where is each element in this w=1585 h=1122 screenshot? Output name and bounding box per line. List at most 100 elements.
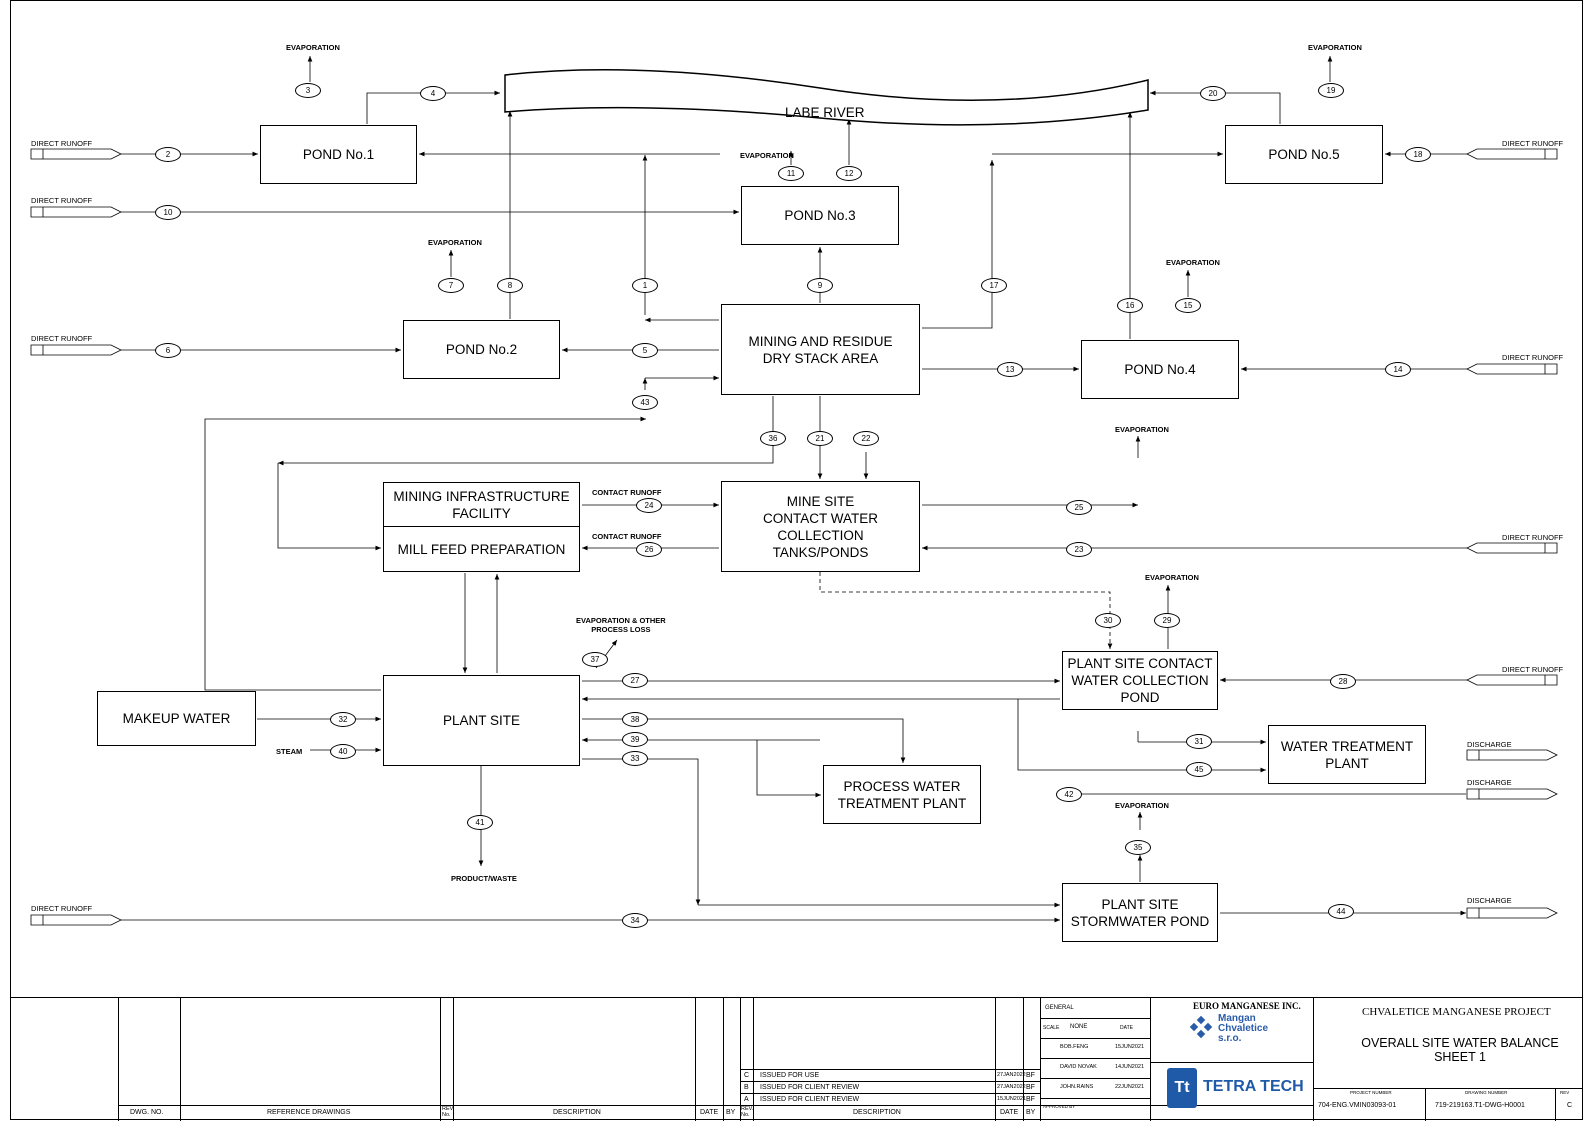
revision-description: ISSUED FOR USE (760, 1072, 820, 1079)
flow-node-44: 44 (1328, 904, 1354, 919)
flow-node-38: 38 (622, 712, 648, 727)
flow-node-29: 29 (1154, 613, 1180, 628)
flow-node-15: 15 (1175, 298, 1201, 313)
evaporation-label: EVAPORATION (428, 238, 482, 247)
drawing-number-label: DRAWING NUMBER (1465, 1090, 1508, 1095)
makeup-water-box: MAKEUP WATER (97, 691, 256, 746)
date-header: DATE (700, 1109, 719, 1116)
evaporation-label: EVAPORATION (1145, 573, 1199, 582)
pond-4-box: POND No.4 (1081, 340, 1239, 399)
product-waste-label: PRODUCT/WASTE (451, 874, 517, 883)
flow-node-26: 26 (636, 542, 662, 557)
flow-node-14: 14 (1385, 362, 1411, 377)
flow-line (366, 90, 500, 124)
flow-node-13: 13 (997, 362, 1023, 377)
revision-date: 27JAN2022 (997, 1072, 1026, 1078)
flow-node-17: 17 (981, 278, 1007, 293)
drawing-title: OVERALL SITE WATER BALANCE SHEET 1 (1361, 1036, 1559, 1064)
revision-letter: B (744, 1084, 749, 1091)
revision-date: 27JAN2022 (997, 1084, 1026, 1090)
section-value: GENERAL (1045, 1005, 1074, 1011)
reference-drawings-header: REFERENCE DRAWINGS (267, 1109, 351, 1116)
flow-node-40: 40 (330, 744, 356, 759)
flow-node-22: 22 (853, 431, 879, 446)
flow-node-20: 20 (1200, 86, 1226, 101)
flow-node-31: 31 (1186, 734, 1212, 749)
evaporation-label: EVAPORATION (1115, 425, 1169, 434)
drawing-frame (10, 0, 1583, 1120)
source-arrow (30, 344, 122, 356)
flow-node-27: 27 (622, 673, 648, 688)
flow-node-9: 9 (807, 278, 833, 293)
revision-date: 15JUN2021 (997, 1096, 1027, 1102)
flow-line (277, 463, 381, 551)
evaporation-label: EVAPORATION (286, 43, 340, 52)
flow-node-21: 21 (807, 431, 833, 446)
by-header: BY (726, 1109, 736, 1116)
source-arrow (1466, 363, 1558, 375)
flow-line (922, 160, 995, 329)
plant-site-box: PLANT SITE (383, 675, 580, 766)
evaporation-label: EVAPORATION (1115, 801, 1169, 810)
direct-runoff-label: DIRECT RUNOFF (1502, 665, 1564, 674)
flow-node-16: 16 (1117, 298, 1143, 313)
river-label: LABE RIVER (785, 105, 865, 120)
approved-label: APPROVED BY (1043, 1104, 1076, 1109)
source-arrow (1466, 907, 1558, 919)
direct-runoff-label: DIRECT RUNOFF (1502, 533, 1564, 542)
direct-runoff-label: DIRECT RUNOFF (31, 139, 93, 148)
pond-1-box: POND No.1 (260, 125, 417, 184)
revision-by: BF (1026, 1084, 1035, 1091)
flow-line (582, 718, 906, 763)
flow-node-1: 1 (632, 278, 658, 293)
evaporation-label: EVAPORATION (1308, 43, 1362, 52)
mining-infrastructure-box: MINING INFRASTRUCTURE FACILITY (383, 482, 580, 527)
flow-line (204, 685, 381, 691)
designed-by: DAVID NOVAK (1060, 1064, 1097, 1070)
checked-by: JOHN.RAINS (1060, 1084, 1094, 1090)
water-treatment-box: WATER TREATMENT PLANT (1268, 725, 1426, 784)
pond-2-box: POND No.2 (403, 320, 560, 379)
flow-node-42: 42 (1056, 787, 1082, 802)
source-arrow (1466, 542, 1558, 554)
flow-node-45: 45 (1186, 762, 1212, 777)
flow-line (1150, 90, 1281, 124)
evaporation-label: EVAPORATION (1166, 258, 1220, 267)
source-arrow (1466, 148, 1558, 160)
drawn-by: BOB.FENG (1060, 1044, 1089, 1050)
source-arrow (1466, 674, 1558, 686)
flow-node-24: 24 (636, 498, 662, 513)
date-header: DATE (1000, 1109, 1019, 1116)
project-number: 704-ENG.VMIN03093-01 (1318, 1102, 1397, 1109)
flow-node-33: 33 (622, 751, 648, 766)
scale-label: SCALE (1043, 1025, 1060, 1031)
flow-node-3: 3 (295, 83, 321, 98)
discharge-label: DISCHARGE (1467, 896, 1512, 905)
flow-node-25: 25 (1066, 500, 1092, 515)
client-logo-text: Mangan Chvaletice s.r.o. (1218, 1013, 1269, 1044)
project-title: CHVALETICE MANGANESE PROJECT (1362, 1006, 1551, 1018)
date-label: DATE (1120, 1025, 1133, 1031)
contact-runoff-label: CONTACT RUNOFF (592, 488, 662, 497)
source-arrow (1466, 749, 1558, 761)
description-header: DESCRIPTION (853, 1109, 901, 1116)
revision-by: BF (1026, 1096, 1035, 1103)
source-arrow (30, 206, 122, 218)
mangan-logo-icon (1187, 1015, 1215, 1043)
rev-value: C (1567, 1102, 1573, 1109)
direct-runoff-label: DIRECT RUNOFF (1502, 353, 1564, 362)
flow-node-10: 10 (155, 205, 181, 220)
flow-node-35: 35 (1125, 840, 1151, 855)
plant-contact-pond-box: PLANT SITE CONTACT WATER COLLECTION POND (1062, 651, 1218, 710)
flow-node-28: 28 (1330, 674, 1356, 689)
source-arrow (30, 914, 122, 926)
flow-line (1017, 699, 1266, 773)
flow-node-11: 11 (778, 166, 804, 181)
revision-letter: C (744, 1072, 750, 1079)
revision-description: ISSUED FOR CLIENT REVIEW (760, 1084, 860, 1091)
flow-node-18: 18 (1405, 147, 1431, 162)
evaporation-label: EVAPORATION (740, 151, 794, 160)
discharge-label: DISCHARGE (1467, 740, 1512, 749)
labe-river (504, 69, 1149, 126)
flow-line (756, 740, 821, 798)
